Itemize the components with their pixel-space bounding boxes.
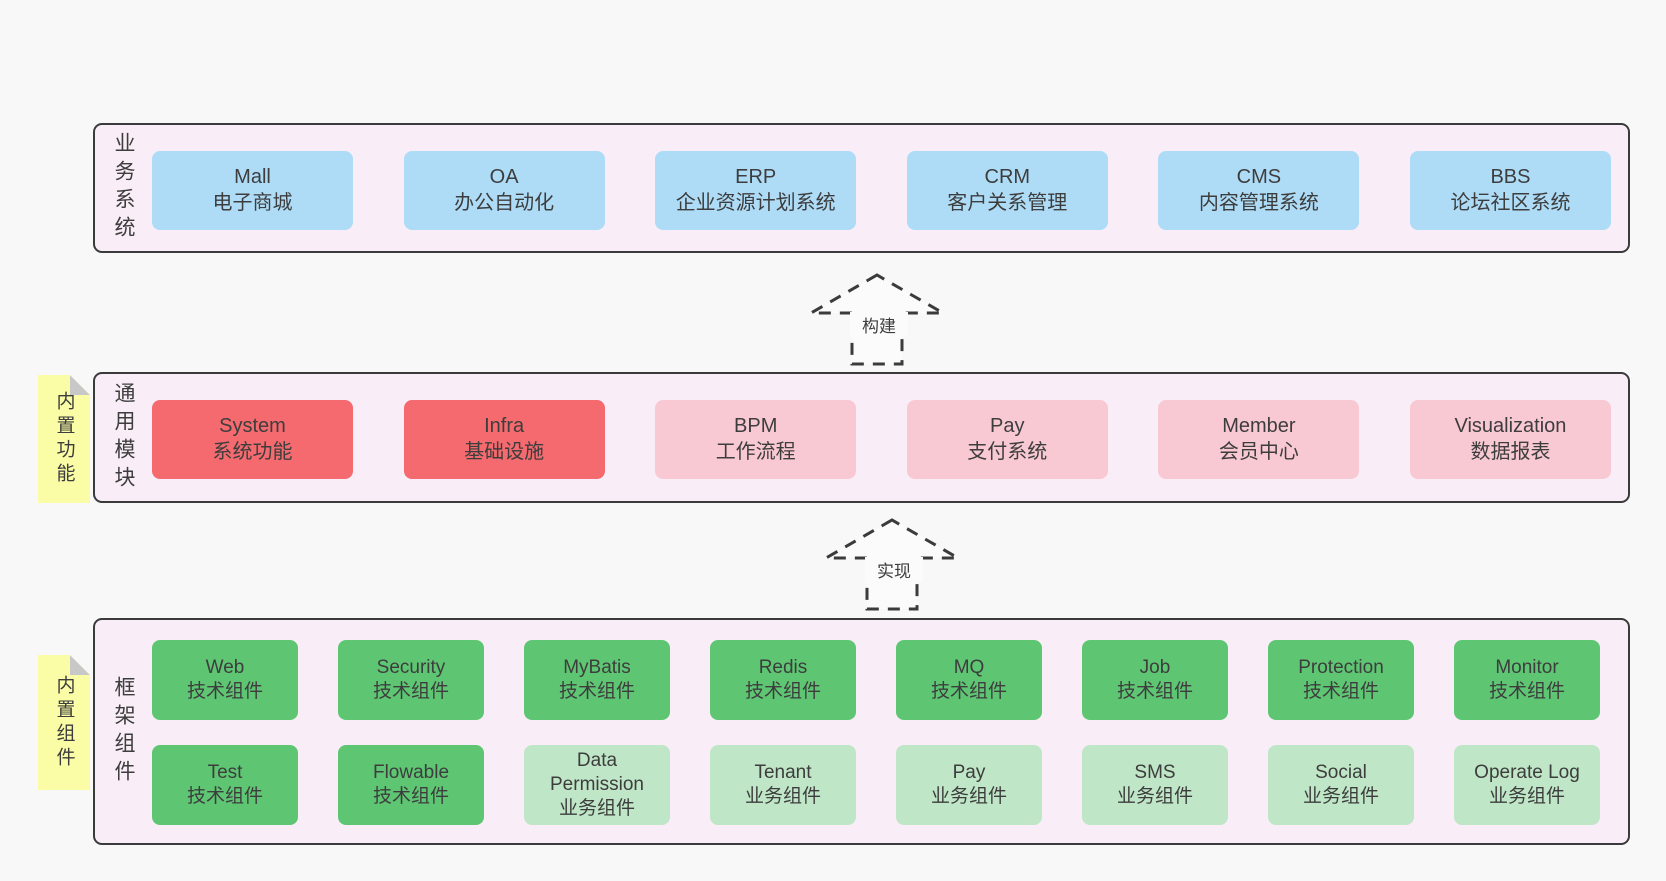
- box-title: System: [219, 414, 286, 437]
- box-system: System 系统功能: [152, 400, 353, 479]
- arrow-label-implement: 实现: [865, 557, 923, 582]
- common-modules-panel: 通用模块 System 系统功能 Infra 基础设施 BPM 工作流程 Pay…: [93, 372, 1630, 503]
- box-subtitle: 技术组件: [186, 786, 263, 807]
- box-title: Pay: [990, 414, 1025, 437]
- box-subtitle: 数据报表: [1470, 440, 1551, 463]
- box-title: Pay: [952, 761, 986, 783]
- box-subtitle: 技术组件: [930, 681, 1007, 702]
- box-subtitle: 论坛社区系统: [1450, 191, 1571, 214]
- sticky-note-builtin-components: 内置组件: [38, 655, 90, 790]
- box-title: CMS: [1236, 165, 1282, 188]
- box-test: Test 技术组件: [152, 745, 298, 825]
- box-mybatis: MyBatis 技术组件: [524, 640, 670, 720]
- framework-components-panel: 框架组件 Web 技术组件 Security 技术组件 MyBatis 技术组件…: [93, 618, 1630, 845]
- box-title: Job: [1139, 656, 1171, 678]
- box-subtitle: 业务组件: [558, 798, 635, 820]
- tier-label-framework-components: 框架组件: [112, 675, 135, 788]
- box-tenant: Tenant 业务组件: [710, 745, 856, 825]
- box-title: Web: [205, 656, 245, 678]
- business-systems-panel: 业务系统 Mall 电子商城 OA 办公自动化 ERP 企业资源计划系统 CRM…: [93, 123, 1630, 253]
- box-protection: Protection 技术组件: [1268, 640, 1414, 720]
- box-subtitle: 工作流程: [715, 440, 796, 463]
- box-data-permission: Data Permission 业务组件: [524, 745, 670, 825]
- box-bbs: BBS 论坛社区系统: [1409, 151, 1611, 230]
- box-title: BPM: [734, 414, 778, 437]
- box-mall: Mall 电子商城: [152, 151, 353, 230]
- arrow-label-build: 构建: [850, 312, 908, 337]
- box-title: Operate Log: [1474, 761, 1580, 783]
- box-web: Web 技术组件: [152, 640, 298, 720]
- box-subtitle: 会员中心: [1218, 440, 1299, 463]
- box-job: Job 技术组件: [1082, 640, 1228, 720]
- box-sms: SMS 业务组件: [1082, 745, 1228, 825]
- box-subtitle: 业务组件: [1302, 786, 1379, 807]
- box-flowable: Flowable 技术组件: [338, 745, 484, 825]
- box-erp: ERP 企业资源计划系统: [655, 151, 857, 230]
- box-subtitle: 业务组件: [930, 786, 1007, 807]
- tier-label-common-modules: 通用模块: [112, 381, 135, 494]
- box-title: Social: [1315, 761, 1367, 783]
- box-subtitle: 业务组件: [744, 786, 821, 807]
- box-cms: CMS 内容管理系统: [1158, 151, 1360, 230]
- framework-components-row-2: Test 技术组件 Flowable 技术组件 Data Permission …: [152, 745, 1600, 825]
- box-title: Monitor: [1495, 656, 1559, 678]
- box-subtitle: 业务组件: [1488, 786, 1565, 807]
- common-modules-row: System 系统功能 Infra 基础设施 BPM 工作流程 Pay 支付系统…: [152, 400, 1611, 479]
- box-title: SMS: [1134, 761, 1176, 783]
- box-social: Social 业务组件: [1268, 745, 1414, 825]
- box-operate-log: Operate Log 业务组件: [1454, 745, 1600, 825]
- sticky-note-builtin-functions: 内置功能: [38, 375, 90, 503]
- box-subtitle: 内容管理系统: [1198, 191, 1319, 214]
- box-crm: CRM 客户关系管理: [906, 151, 1108, 230]
- box-subtitle: 技术组件: [558, 681, 635, 702]
- box-title: Tenant: [754, 761, 812, 783]
- box-title: Flowable: [372, 761, 450, 783]
- box-title: OA: [489, 165, 519, 188]
- box-title: MQ: [953, 656, 985, 678]
- box-title: Infra: [484, 414, 525, 437]
- box-title: Data Permission: [550, 749, 644, 795]
- box-subtitle: 技术组件: [1302, 681, 1379, 702]
- box-subtitle: 基础设施: [464, 440, 545, 463]
- box-visualization: Visualization 数据报表: [1409, 400, 1611, 479]
- box-subtitle: 系统功能: [212, 440, 293, 463]
- box-subtitle: 技术组件: [1488, 681, 1565, 702]
- box-bpm: BPM 工作流程: [655, 400, 857, 479]
- box-title: Visualization: [1454, 414, 1567, 437]
- box-title: CRM: [984, 165, 1031, 188]
- box-subtitle: 企业资源计划系统: [675, 191, 836, 214]
- box-title: Protection: [1298, 656, 1384, 678]
- box-member: Member 会员中心: [1158, 400, 1360, 479]
- box-title: BBS: [1490, 165, 1531, 188]
- box-monitor: Monitor 技术组件: [1454, 640, 1600, 720]
- box-pay-system: Pay 支付系统: [906, 400, 1108, 479]
- box-title: ERP: [735, 165, 777, 188]
- box-subtitle: 技术组件: [744, 681, 821, 702]
- box-oa: OA 办公自动化: [403, 151, 605, 230]
- box-infra: Infra 基础设施: [403, 400, 605, 479]
- box-subtitle: 技术组件: [372, 681, 449, 702]
- box-mq: MQ 技术组件: [896, 640, 1042, 720]
- box-subtitle: 技术组件: [1116, 681, 1193, 702]
- box-title: Member: [1222, 414, 1296, 437]
- business-systems-row: Mall 电子商城 OA 办公自动化 ERP 企业资源计划系统 CRM 客户关系…: [152, 151, 1611, 230]
- box-title: Security: [376, 656, 446, 678]
- box-redis: Redis 技术组件: [710, 640, 856, 720]
- box-title: Redis: [758, 656, 808, 678]
- box-subtitle: 电子商城: [212, 191, 293, 214]
- box-subtitle: 业务组件: [1116, 786, 1193, 807]
- box-security: Security 技术组件: [338, 640, 484, 720]
- box-subtitle: 客户关系管理: [947, 191, 1068, 214]
- box-subtitle: 支付系统: [967, 440, 1048, 463]
- framework-components-row-1: Web 技术组件 Security 技术组件 MyBatis 技术组件 Redi…: [152, 640, 1600, 720]
- box-title: Test: [207, 761, 243, 783]
- box-subtitle: 技术组件: [372, 786, 449, 807]
- box-title: MyBatis: [563, 656, 631, 678]
- box-pay-component: Pay 业务组件: [896, 745, 1042, 825]
- box-title: Mall: [234, 165, 271, 188]
- box-subtitle: 技术组件: [186, 681, 263, 702]
- box-subtitle: 办公自动化: [454, 191, 555, 214]
- tier-label-business-systems: 业务系统: [112, 132, 135, 244]
